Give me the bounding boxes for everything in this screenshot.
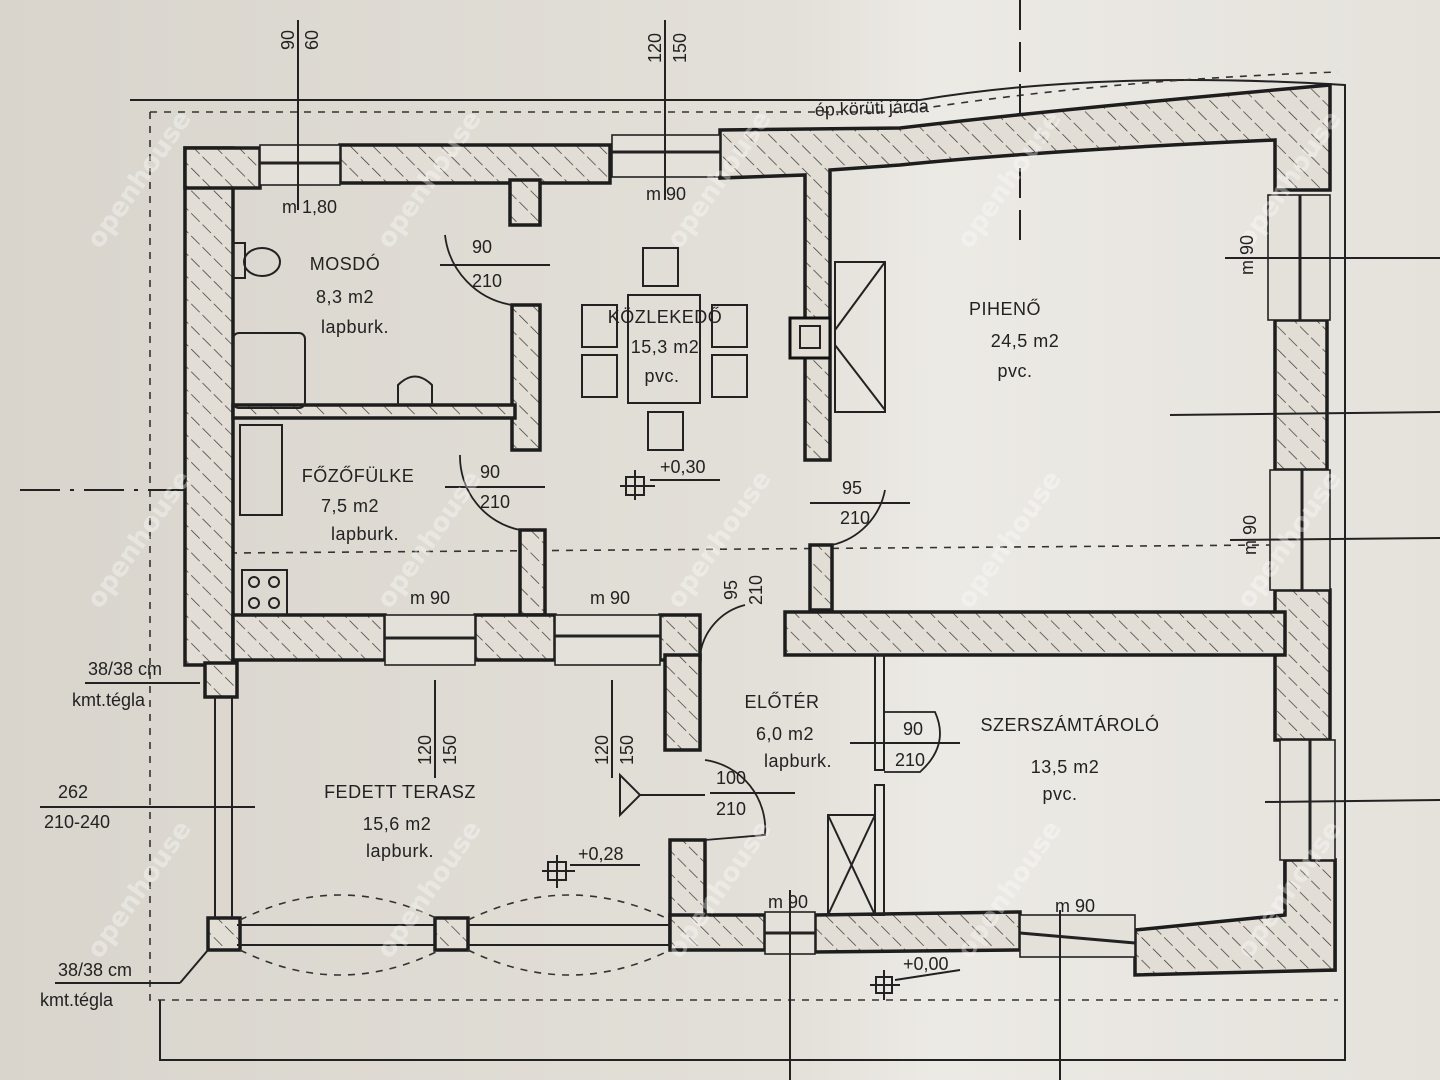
svg-text:210-240: 210-240	[44, 812, 110, 832]
elevation-label: +0,28	[578, 844, 624, 864]
entrance-arrow-icon	[619, 772, 705, 818]
room-name: KÖZLEKEDŐ	[608, 306, 723, 327]
svg-text:210: 210	[746, 575, 766, 605]
room-area: 24,5 m2	[991, 331, 1060, 351]
room-fedett-terasz: FEDETT TERASZ 15,6 m2 lapburk.	[324, 782, 476, 861]
svg-text:kmt.tégla: kmt.tégla	[40, 990, 114, 1010]
plot-outline	[130, 79, 1346, 1061]
room-name: PIHENŐ	[969, 298, 1041, 319]
room-name: FŐZŐFÜLKE	[302, 465, 415, 486]
svg-text:210: 210	[716, 799, 746, 819]
room-name: MOSDÓ	[310, 253, 381, 274]
svg-text:m 90: m 90	[1237, 235, 1257, 275]
room-floor: pvc.	[644, 366, 679, 386]
svg-text:90: 90	[903, 719, 923, 739]
axis-line	[229, 544, 1271, 554]
room-mosdo: MOSDÓ 8,3 m2 lapburk.	[310, 253, 389, 337]
stove-icon	[241, 569, 288, 616]
room-name: SZERSZÁMTÁROLÓ	[980, 714, 1159, 735]
windows	[214, 134, 1336, 976]
svg-text:120: 120	[645, 33, 665, 63]
svg-text:kmt.tégla: kmt.tégla	[72, 690, 146, 710]
svg-text:90: 90	[480, 462, 500, 482]
kitchen-sink-icon	[239, 424, 283, 516]
window-labels: 90 60 m 1,80 120 150 m 90 m 90 m 90 m 90…	[278, 30, 1260, 916]
svg-text:210: 210	[895, 750, 925, 770]
svg-text:120: 120	[592, 735, 612, 765]
room-szerszamtarolo: SZERSZÁMTÁROLÓ 13,5 m2 pvc.	[980, 714, 1159, 804]
room-piheno: PIHENŐ 24,5 m2 pvc.	[969, 298, 1059, 381]
room-area: 8,3 m2	[316, 287, 374, 307]
doors	[444, 234, 941, 841]
room-name: FEDETT TERASZ	[324, 782, 476, 802]
room-floor: lapburk.	[764, 751, 832, 771]
room-floor: lapburk.	[321, 317, 389, 337]
door-labels: 90 210 90 210 95 210 95 210 100 210 90 2…	[472, 237, 925, 819]
svg-text:m 1,80: m 1,80	[282, 197, 337, 217]
sink-icon	[397, 375, 433, 405]
svg-text:m 90: m 90	[1055, 896, 1095, 916]
room-floor: lapburk.	[366, 841, 434, 861]
svg-text:210: 210	[480, 492, 510, 512]
room-area: 6,0 m2	[756, 724, 814, 744]
svg-text:38/38 cm: 38/38 cm	[88, 659, 162, 679]
room-kozlekedo: KÖZLEKEDŐ 15,3 m2 pvc.	[608, 306, 723, 386]
room-area: 15,6 m2	[363, 814, 432, 834]
svg-text:150: 150	[440, 735, 460, 765]
svg-text:m 90: m 90	[590, 588, 630, 608]
svg-text:90: 90	[278, 30, 298, 50]
svg-text:m 90: m 90	[410, 588, 450, 608]
svg-text:90: 90	[472, 237, 492, 257]
svg-text:210: 210	[840, 508, 870, 528]
svg-text:m 90: m 90	[646, 184, 686, 204]
svg-text:m 90: m 90	[768, 892, 808, 912]
svg-text:120: 120	[415, 735, 435, 765]
shower-icon	[232, 332, 306, 409]
stove-chimney-icon	[788, 261, 886, 413]
svg-text:262: 262	[58, 782, 88, 802]
elevation-label: +0,30	[660, 457, 706, 477]
room-floor: lapburk.	[331, 524, 399, 544]
elevation-label: +0,00	[903, 954, 949, 974]
svg-text:m 90: m 90	[1240, 515, 1260, 555]
svg-text:210: 210	[472, 271, 502, 291]
svg-text:150: 150	[617, 735, 637, 765]
room-eloter: ELŐTÉR 6,0 m2 lapburk.	[744, 691, 832, 771]
svg-text:150: 150	[670, 33, 690, 63]
room-area: 7,5 m2	[321, 496, 379, 516]
svg-text:60: 60	[302, 30, 322, 50]
room-area: 15,3 m2	[631, 337, 700, 357]
svg-text:100: 100	[716, 768, 746, 788]
elevation-markers	[542, 470, 961, 1000]
room-name: ELŐTÉR	[744, 691, 819, 712]
walls	[183, 83, 1337, 977]
cabinet-icon	[827, 814, 876, 916]
room-floor: pvc.	[1042, 784, 1077, 804]
sidewalk-outline	[149, 71, 1339, 1001]
room-fozofulke: FŐZŐFÜLKE 7,5 m2 lapburk.	[302, 465, 415, 544]
notes: 38/38 cm kmt.tégla 262 210-240 38/38 cm …	[40, 96, 930, 1010]
svg-text:95: 95	[721, 580, 741, 600]
sidewalk-label: ép.körüti járda	[814, 96, 930, 120]
svg-text:38/38 cm: 38/38 cm	[58, 960, 132, 980]
svg-text:95: 95	[842, 478, 862, 498]
room-floor: pvc.	[997, 361, 1032, 381]
room-area: 13,5 m2	[1031, 757, 1100, 777]
dining-table-icon	[581, 247, 748, 451]
fixtures	[232, 242, 886, 916]
dimension-lines	[40, 20, 1440, 1080]
